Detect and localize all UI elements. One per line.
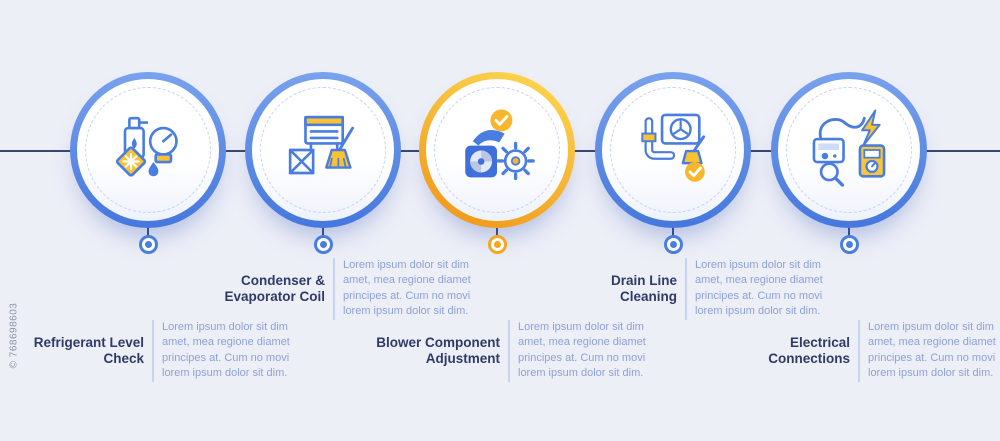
step-title: Electrical Connections [768,334,850,366]
connector-dot [314,235,333,254]
step-title: Refrigerant Level Check [33,334,144,366]
watermark: © 768698603 [8,302,20,369]
connector-stem [147,228,149,237]
circle-dashed-border [260,87,386,213]
connector-dot [840,235,859,254]
refrigerant-level-check-icon [115,116,178,177]
step-circle-electrical [771,72,927,228]
step-circle-condenser [245,72,401,228]
step-title: Blower Component Adjustment [376,334,500,366]
divider [333,258,335,320]
step-body: Lorem ipsum dolor sit dim amet, mea regi… [518,321,646,380]
connector-stem [672,228,674,237]
circle-dashed-border [85,87,211,213]
circle-inner [602,79,744,221]
step-circle-refrigerant [70,72,226,228]
step-text-refrigerant: Refrigerant Level Check Lorem ipsum dolo… [20,320,296,382]
step-circle-blower [419,72,575,228]
step-circle-drain [595,72,751,228]
blower-component-adjustment-icon [465,109,535,181]
divider [685,258,687,320]
circle-inner [426,79,568,221]
step-body: Lorem ipsum dolor sit dim amet, mea regi… [695,259,823,318]
connector-dot [664,235,683,254]
connector-stem [322,228,324,237]
circle-dashed-border [434,87,560,213]
step-body: Lorem ipsum dolor sit dim amet, mea regi… [343,259,471,318]
step-title: Drain Line Cleaning [610,272,677,304]
electrical-connections-icon [812,109,886,187]
circle-inner [77,79,219,221]
connector-stem [496,228,498,237]
step-body: Lorem ipsum dolor sit dim amet, mea regi… [162,321,290,380]
step-text-electrical: Electrical Connections Lorem ipsum dolor… [726,320,1000,382]
connector-dot [488,235,507,254]
drain-line-cleaning-icon [641,113,706,182]
step-text-blower: Blower Component Adjustment Lorem ipsum … [376,320,652,382]
divider [152,320,154,382]
step-text-condenser: Condenser & Evaporator Coil Lorem ipsum … [201,258,477,320]
condenser-evaporator-coil-icon [288,115,354,175]
connector-stem [848,228,850,237]
circle-inner [778,79,920,221]
circle-dashed-border [786,87,912,213]
divider [858,320,860,382]
circle-inner [252,79,394,221]
divider [508,320,510,382]
connector-dot [139,235,158,254]
step-text-drain: Drain Line Cleaning Lorem ipsum dolor si… [553,258,829,320]
circle-dashed-border [610,87,736,213]
step-body: Lorem ipsum dolor sit dim amet, mea regi… [868,321,996,380]
step-title: Condenser & Evaporator Coil [224,272,325,304]
